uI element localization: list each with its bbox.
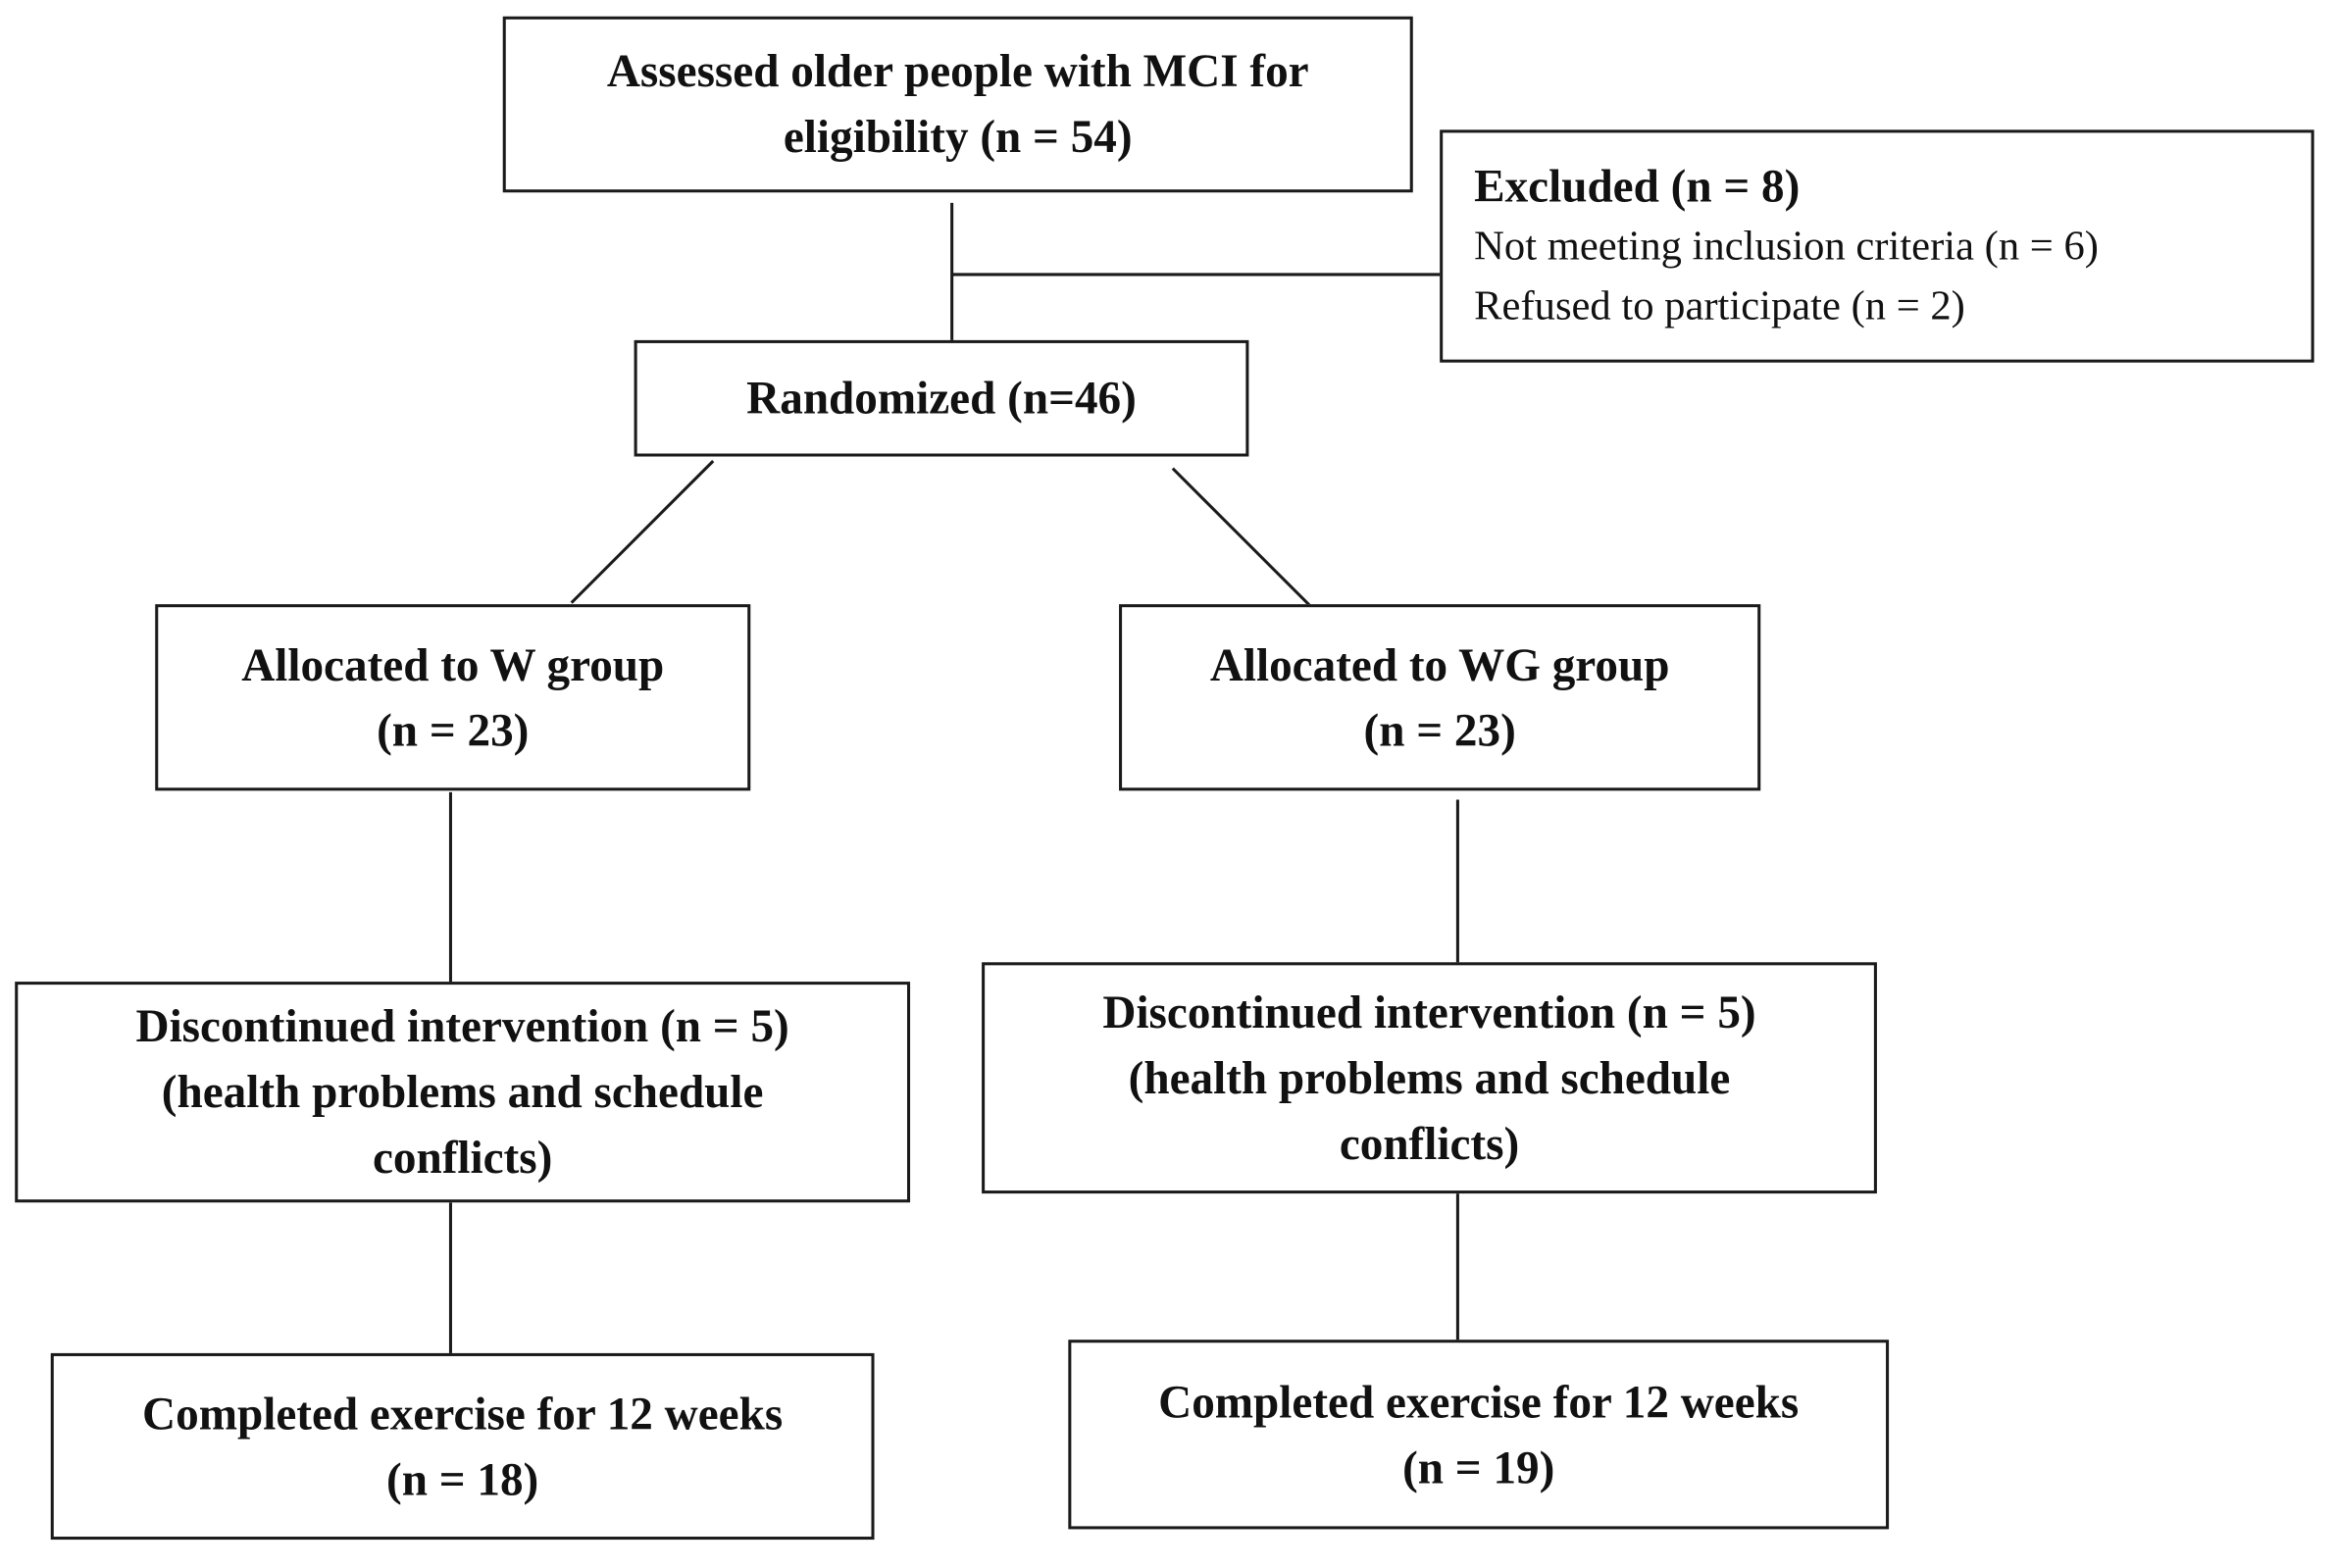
excluded-reason-refused: Refused to participate (n = 2) [1474,283,1965,330]
w-group-completed-box: Completed exercise for 12 weeks (n = 18) [50,1352,875,1541]
assessed-text-line2: eligibility (n = 54) [783,110,1133,163]
excluded-title: Excluded (n = 8) [1474,159,1801,213]
connector-randomized-to-wg-group [1171,467,1314,610]
connector-randomized-to-w-group [570,460,715,604]
wg-group-allocated-box: Allocated to WG group (n = 23) [1119,604,1761,791]
w-group-discontinued-box: Discontinued intervention (n = 5) (healt… [15,982,911,1203]
wg-discontinued-line3: conflicts) [1339,1116,1520,1170]
assessed-box: Assessed older people with MCI for eligi… [502,16,1413,193]
w-discontinued-line1: Discontinued intervention (n = 5) [135,999,789,1052]
w-discontinued-line2: (health problems and schedule [161,1065,764,1118]
wg-allocated-line1: Allocated to WG group [1209,637,1670,690]
randomized-box: Randomized (n=46) [634,339,1249,457]
wg-allocated-line2: (n = 23) [1363,703,1516,756]
wg-group-completed-box: Completed exercise for 12 weeks (n = 19) [1068,1340,1890,1530]
w-completed-line1: Completed exercise for 12 weeks [142,1387,784,1440]
w-completed-line2: (n = 18) [385,1452,539,1505]
w-group-allocated-box: Allocated to W group (n = 23) [155,604,751,791]
w-allocated-line2: (n = 23) [377,703,530,756]
wg-completed-line1: Completed exercise for 12 weeks [1158,1374,1800,1428]
wg-discontinued-line2: (health problems and schedule [1128,1050,1731,1104]
w-allocated-line1: Allocated to W group [241,637,665,690]
wg-group-discontinued-box: Discontinued intervention (n = 5) (healt… [982,962,1877,1194]
w-discontinued-line3: conflicts) [372,1131,553,1184]
randomized-text: Randomized (n=46) [746,371,1137,425]
excluded-reason-inclusion: Not meeting inclusion criteria (n = 6) [1474,224,2099,271]
wg-completed-line2: (n = 19) [1402,1440,1555,1493]
excluded-box: Excluded (n = 8) Not meeting inclusion c… [1440,129,2314,363]
assessed-text-line1: Assessed older people with MCI for [606,44,1309,97]
wg-discontinued-line1: Discontinued intervention (n = 5) [1102,985,1756,1038]
